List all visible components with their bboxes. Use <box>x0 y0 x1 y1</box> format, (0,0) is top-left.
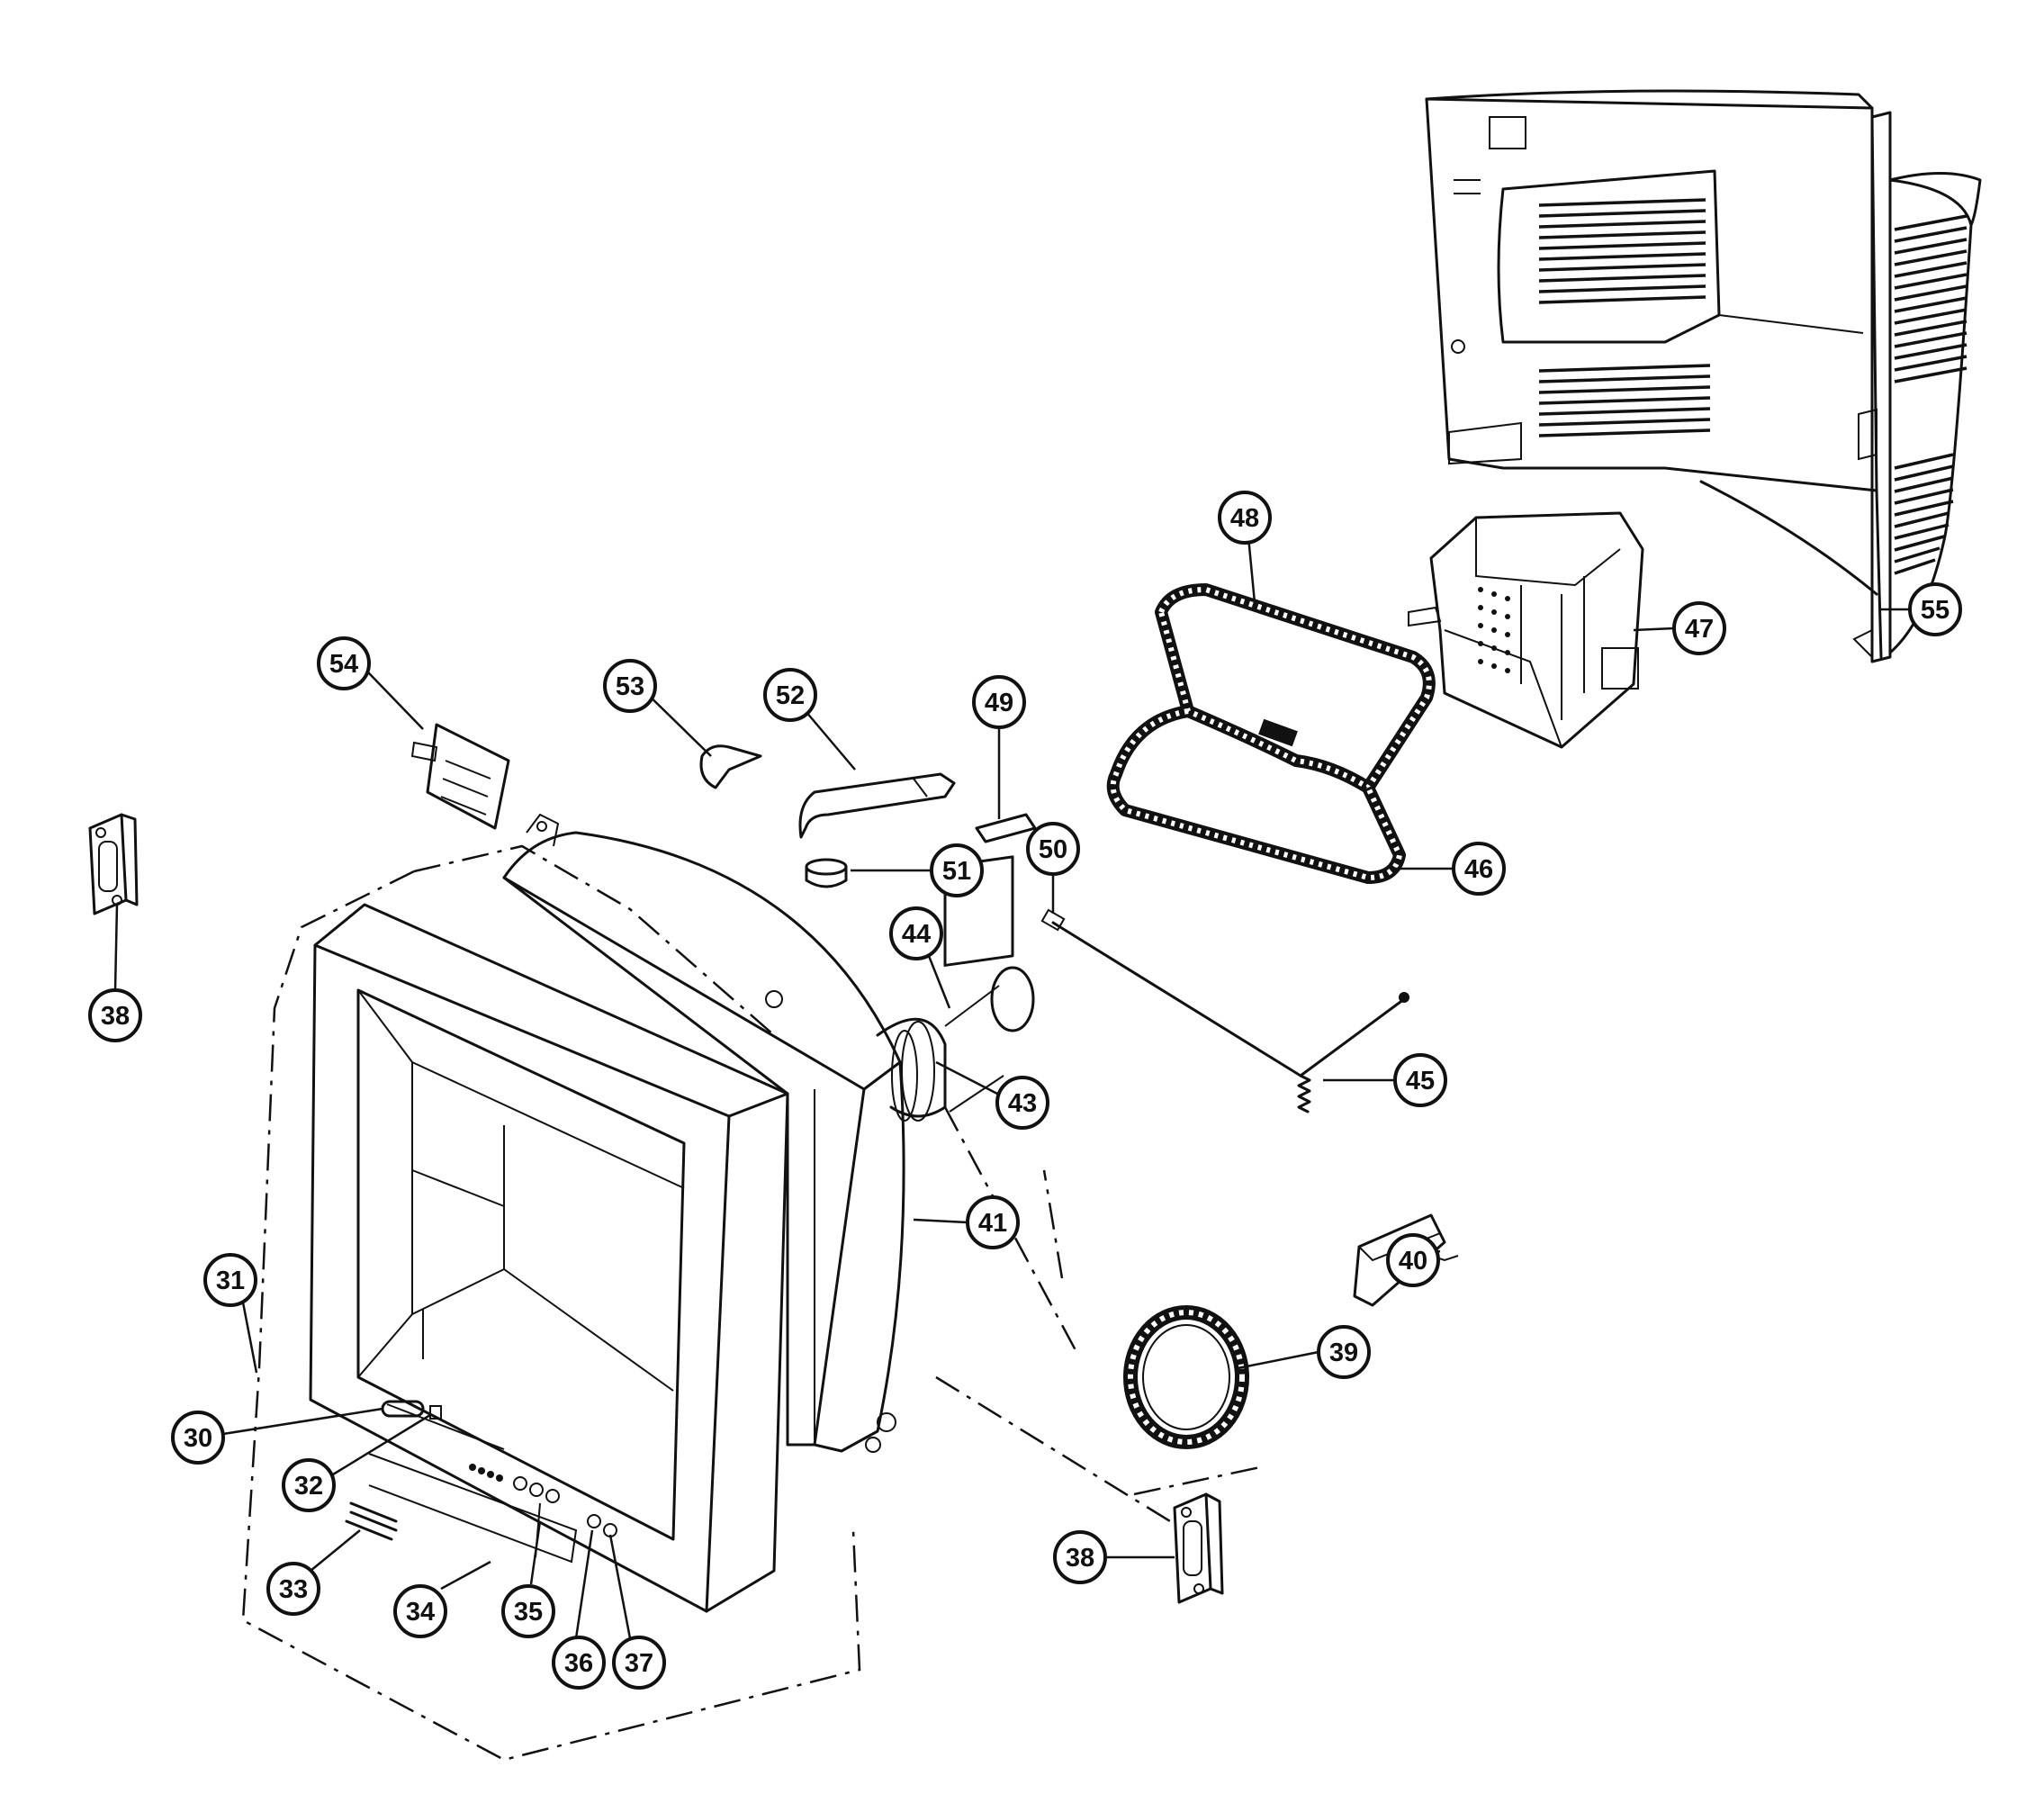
svg-text:33: 33 <box>279 1575 308 1604</box>
svg-text:37: 37 <box>625 1649 653 1678</box>
clip-53 <box>699 744 762 789</box>
front-bezel <box>309 903 789 1613</box>
svg-text:43: 43 <box>1008 1089 1037 1118</box>
svg-text:55: 55 <box>1921 596 1949 625</box>
main-chassis <box>1408 511 1644 749</box>
svg-text:48: 48 <box>1230 504 1259 533</box>
callout-48: 48 <box>1218 491 1272 545</box>
callout-32: 32 <box>282 1458 336 1512</box>
svg-text:32: 32 <box>294 1472 323 1501</box>
callout-50: 50 <box>1026 822 1080 876</box>
svg-text:30: 30 <box>184 1424 212 1453</box>
ground-wire <box>1040 908 1409 1113</box>
callout-54: 54 <box>317 636 371 690</box>
bracket-54 <box>410 723 510 830</box>
ring-39 <box>1123 1305 1249 1449</box>
picture-tube <box>502 813 1035 1453</box>
callout-44: 44 <box>889 906 943 960</box>
plate-49 <box>975 813 1037 843</box>
svg-text:36: 36 <box>564 1649 593 1678</box>
callout-39: 39 <box>1317 1325 1371 1379</box>
front-panel-parts <box>345 1400 617 1558</box>
svg-text:50: 50 <box>1039 835 1067 864</box>
degaussing-coil <box>1106 583 1436 884</box>
callout-41: 41 <box>966 1195 1020 1249</box>
callout-45: 45 <box>1393 1053 1447 1107</box>
svg-text:52: 52 <box>776 681 805 710</box>
svg-text:38: 38 <box>1066 1544 1094 1573</box>
chassis-holes <box>1478 587 1510 673</box>
svg-text:53: 53 <box>616 672 644 701</box>
svg-text:38: 38 <box>101 1002 130 1031</box>
callout-33: 33 <box>266 1562 320 1616</box>
callout-38-right: 38 <box>1053 1530 1107 1584</box>
callout-55: 55 <box>1908 582 1962 636</box>
callout-52: 52 <box>763 668 817 722</box>
callout-40: 40 <box>1386 1233 1440 1287</box>
cylinder-51 <box>805 858 848 888</box>
svg-text:54: 54 <box>329 650 358 679</box>
callout-30: 30 <box>171 1411 225 1465</box>
bracket-38-right <box>1173 1492 1224 1604</box>
callout-51: 51 <box>930 843 984 897</box>
callout-46: 46 <box>1452 842 1506 896</box>
callout-34: 34 <box>393 1584 447 1638</box>
svg-text:49: 49 <box>985 689 1013 717</box>
callout-43: 43 <box>995 1076 1049 1130</box>
svg-text:35: 35 <box>514 1598 543 1627</box>
callout-35: 35 <box>501 1584 555 1638</box>
svg-text:51: 51 <box>942 857 971 886</box>
callout-53: 53 <box>603 659 657 713</box>
strip-52 <box>798 772 956 839</box>
svg-text:41: 41 <box>978 1209 1007 1238</box>
svg-text:34: 34 <box>406 1598 435 1627</box>
callout-31: 31 <box>203 1253 257 1307</box>
svg-text:39: 39 <box>1329 1339 1358 1367</box>
callout-38-left: 38 <box>88 988 142 1042</box>
assembly-outline <box>241 844 1261 1762</box>
svg-text:31: 31 <box>216 1267 245 1295</box>
vent-slots <box>1538 198 1967 575</box>
svg-text:40: 40 <box>1399 1247 1427 1276</box>
svg-text:44: 44 <box>902 920 931 949</box>
callout-49: 49 <box>972 675 1026 729</box>
bracket-38-left <box>88 813 139 915</box>
callout-36: 36 <box>552 1636 606 1690</box>
callout-37: 37 <box>612 1636 666 1690</box>
svg-text:45: 45 <box>1406 1067 1435 1095</box>
svg-text:46: 46 <box>1464 855 1493 884</box>
rear-cabinet <box>1425 89 1982 663</box>
svg-text:47: 47 <box>1685 615 1714 644</box>
callout-47: 47 <box>1672 601 1726 655</box>
